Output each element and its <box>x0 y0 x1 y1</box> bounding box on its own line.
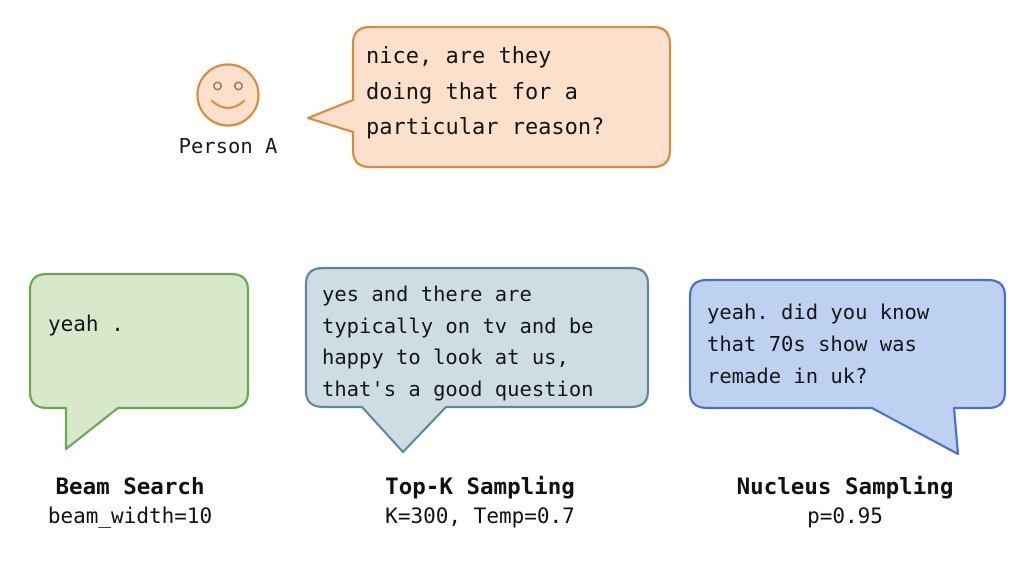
bubble-text-beam: yeah . <box>48 312 124 336</box>
caption-title-beam: Beam Search <box>55 474 205 500</box>
caption-topk: Top-K Sampling K=300, Temp=0.7 <box>310 472 650 531</box>
bubble-shape-topk <box>304 266 650 454</box>
bubble-text-topk: yes and there are typically on tv and be… <box>322 282 594 401</box>
caption-title-nucleus: Nucleus Sampling <box>736 474 954 500</box>
speaker-person-a: Person A <box>160 58 296 158</box>
bubble-text-nucleus: yeah. did you know that 70s show was rem… <box>707 300 930 388</box>
caption-params-topk: K=300, Temp=0.7 <box>385 504 575 528</box>
speech-bubble-person-a: nice, are they doing that for a particul… <box>306 20 680 180</box>
bubble-shape-nucleus <box>688 278 1007 456</box>
bubble-shape-person-a <box>306 25 672 169</box>
smiley-face-icon <box>196 63 260 127</box>
speech-bubble-topk: yes and there are typically on tv and be… <box>298 260 658 460</box>
bubble-text-person-a: nice, are they doing that for a particul… <box>366 44 605 140</box>
bubble-shape-beam <box>28 272 250 451</box>
caption-beam: Beam Search beam_width=10 <box>0 472 260 531</box>
speech-bubble-beam: yeah . <box>22 266 262 461</box>
caption-title-topk: Top-K Sampling <box>385 474 575 500</box>
caption-params-nucleus: p=0.95 <box>807 504 883 528</box>
speech-bubble-nucleus: yeah. did you know that 70s show was rem… <box>682 272 1018 462</box>
caption-nucleus: Nucleus Sampling p=0.95 <box>670 472 1020 531</box>
avatar <box>196 63 260 127</box>
caption-params-beam: beam_width=10 <box>47 504 213 528</box>
speaker-name-label: Person A <box>178 134 278 158</box>
